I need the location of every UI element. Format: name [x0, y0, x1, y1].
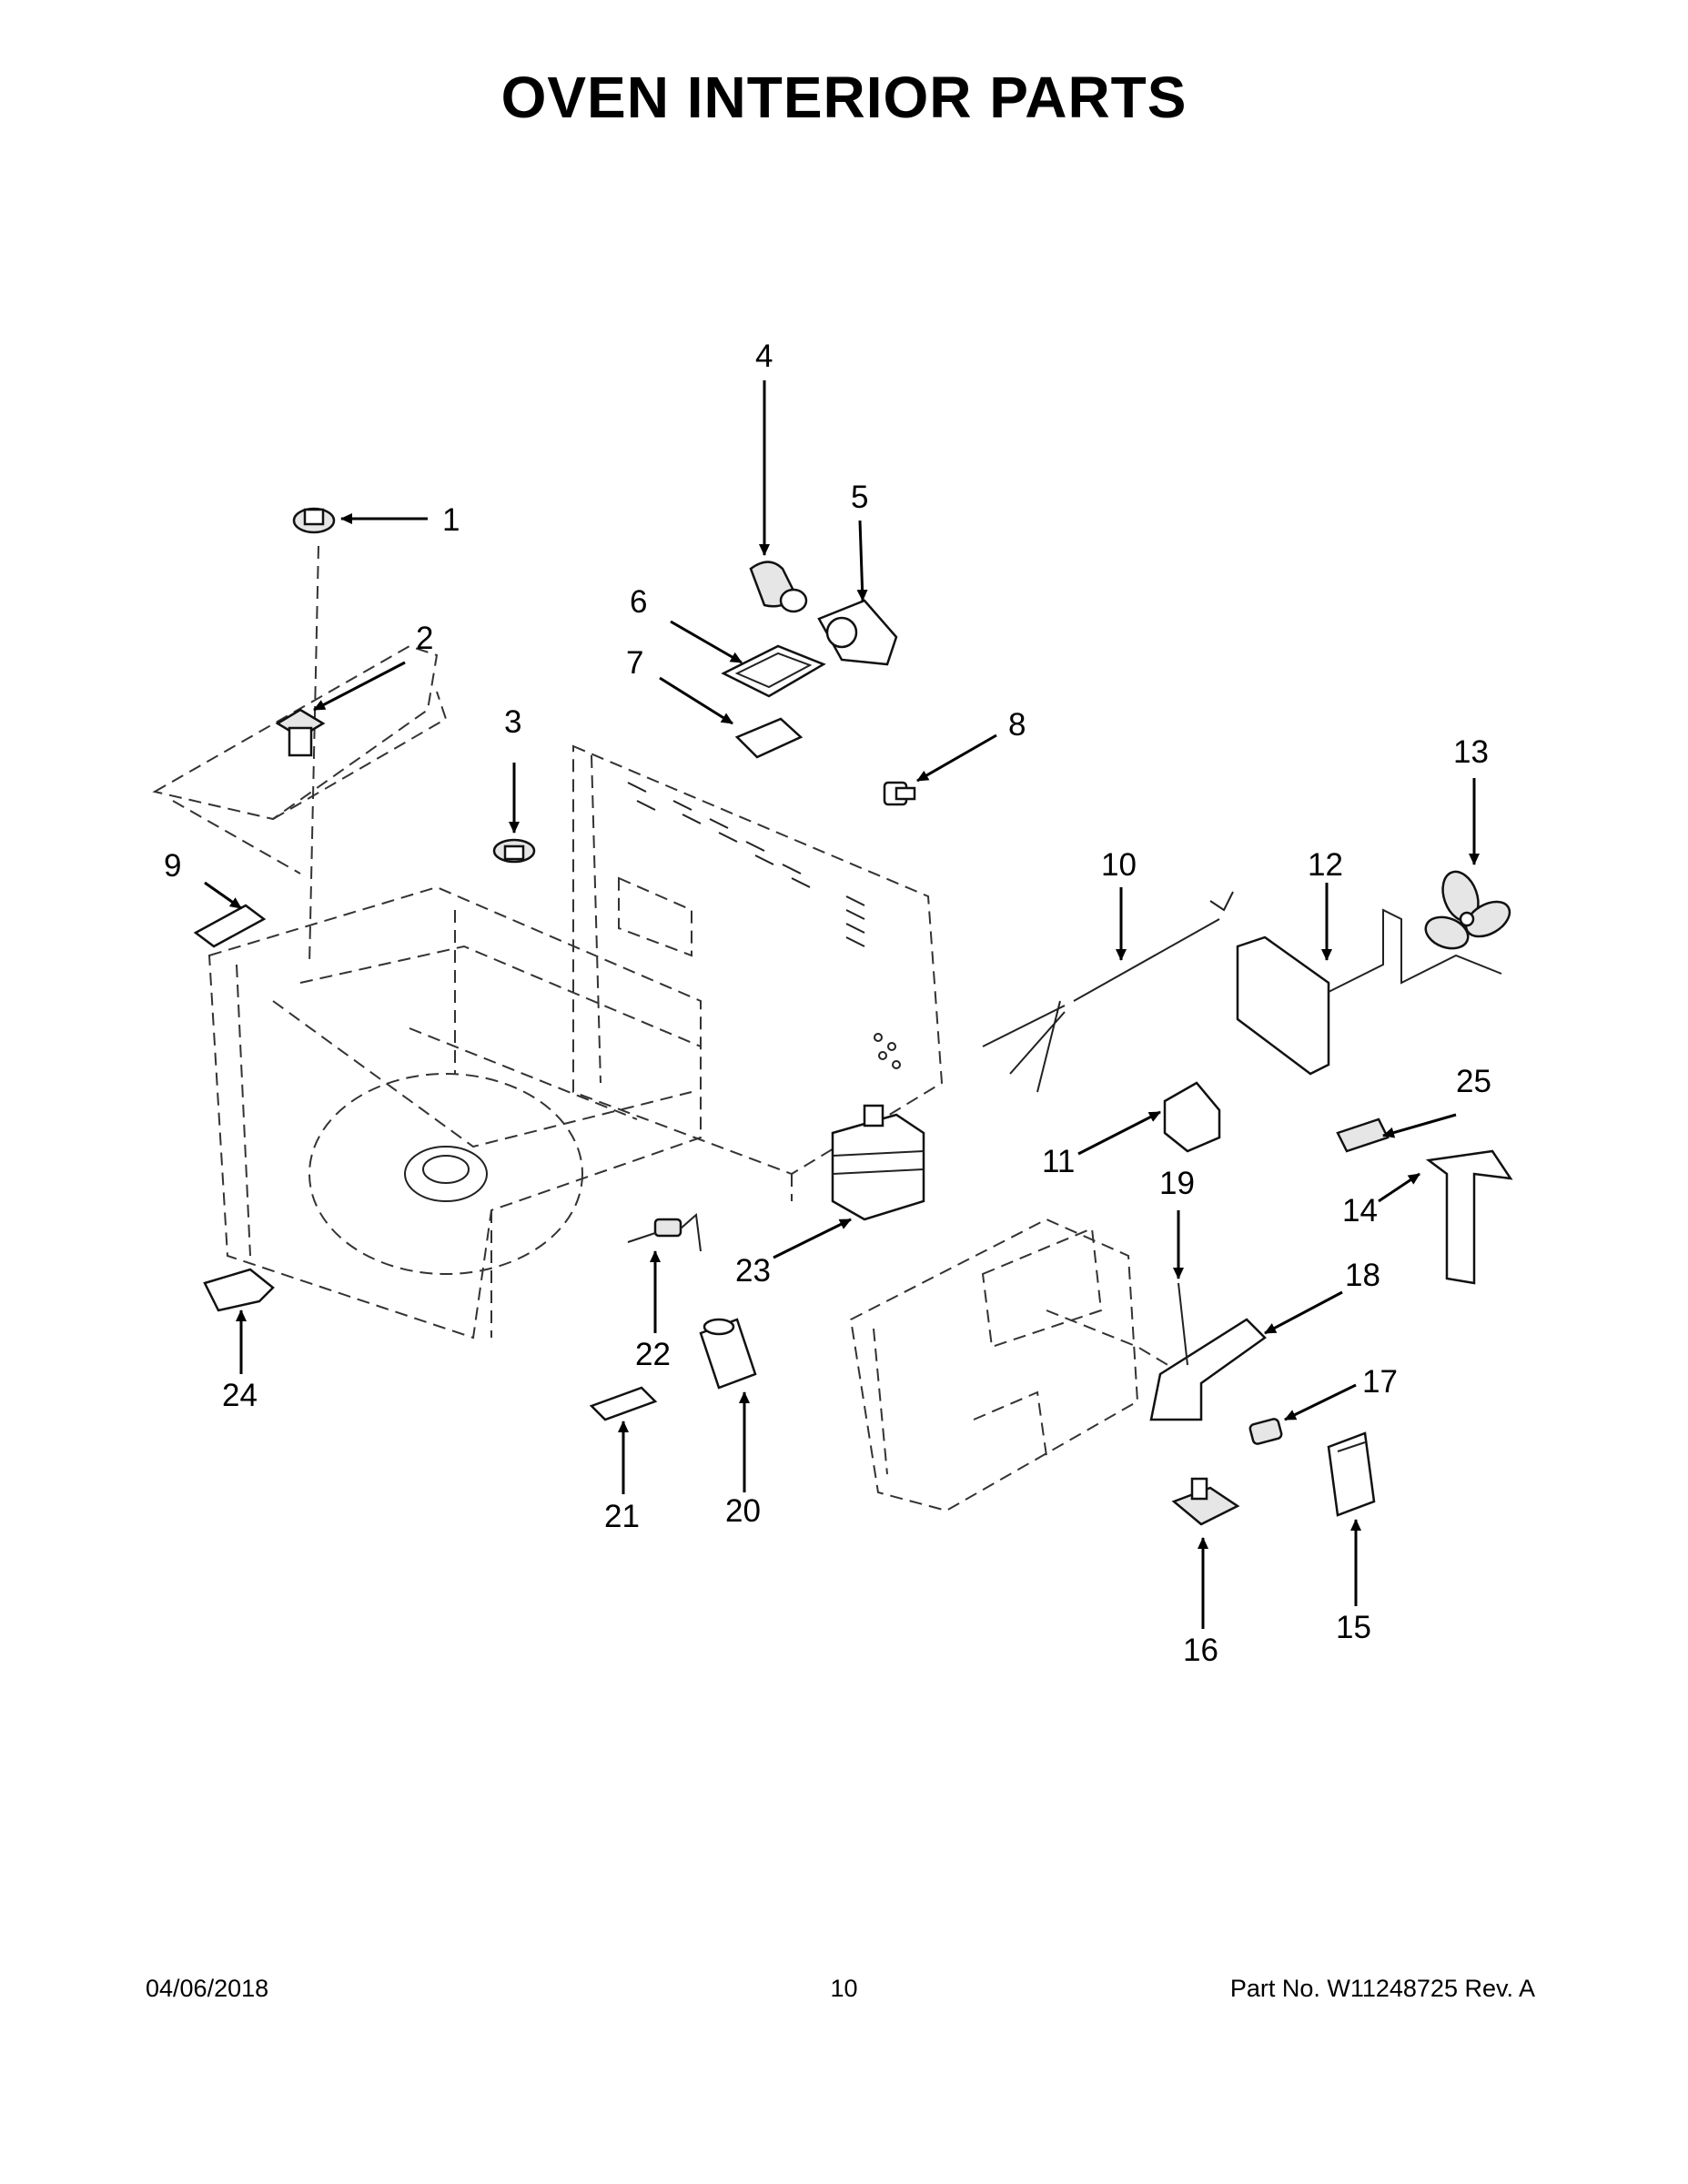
footer-page-number: 10 [830, 1975, 858, 2002]
part-7-lens [734, 717, 804, 759]
part-12-mounting-bracket [1236, 908, 1502, 1076]
callout-4: 4 [755, 339, 773, 374]
callout-9: 9 [164, 848, 181, 884]
callout-1: 1 [442, 502, 460, 538]
part-18-latch-housing [1149, 1318, 1267, 1421]
part-9-bracket [193, 904, 267, 948]
control-panel-drawing [849, 1218, 1184, 1512]
callout-19: 19 [1159, 1166, 1195, 1201]
part-4-light-bulb [749, 561, 808, 613]
callout-20: 20 [725, 1493, 761, 1529]
callout-21: 21 [604, 1499, 640, 1534]
part-2-stirrer-motor [275, 708, 326, 757]
callout-2: 2 [416, 621, 433, 656]
part-10-wire-harness [982, 891, 1234, 1093]
callout-18: 18 [1345, 1258, 1380, 1293]
callout-17: 17 [1362, 1364, 1398, 1400]
part-20-capacitor [699, 1318, 757, 1390]
part-14-deflector [1425, 1149, 1513, 1285]
footer-part-number: Part No. W11248725 Rev. A [1229, 1975, 1535, 2002]
callout-22: 22 [635, 1337, 671, 1372]
callout-8: 8 [1008, 707, 1026, 743]
part-24-hinge-bracket [203, 1268, 275, 1312]
callout-5: 5 [851, 480, 868, 515]
part-25-clip [1336, 1117, 1390, 1153]
callout-16: 16 [1183, 1633, 1218, 1668]
part-1-thermal-cutout [292, 507, 336, 534]
callout-labels: 1 2 3 4 5 6 7 8 9 10 11 12 13 14 15 16 1… [164, 339, 1491, 1668]
part-13-fan-blade [1424, 870, 1511, 950]
side-panel-drawing [572, 744, 944, 1201]
callout-13: 13 [1453, 734, 1489, 770]
page-title: OVEN INTERIOR PARTS [500, 65, 1188, 130]
part-5-light-socket [817, 599, 898, 666]
callout-11: 11 [1042, 1144, 1075, 1179]
callout-12: 12 [1308, 847, 1343, 883]
callout-14: 14 [1342, 1193, 1378, 1228]
callout-25: 25 [1456, 1064, 1491, 1099]
callout-24: 24 [222, 1378, 258, 1413]
callout-15: 15 [1336, 1610, 1371, 1645]
part-11-interlock-switch [1163, 1081, 1221, 1153]
callout-3: 3 [504, 704, 521, 740]
part-8-pin [883, 781, 916, 806]
callout-7: 7 [626, 645, 643, 681]
footer-date: 04/06/2018 [146, 1975, 269, 2002]
part-6-lens-frame [721, 644, 826, 698]
part-3-thermostat [492, 838, 536, 864]
part-23-magnetron [831, 1104, 925, 1221]
part-19-spring [1178, 1282, 1188, 1366]
oven-cavity-drawing [152, 545, 702, 1340]
callout-6: 6 [630, 584, 647, 620]
callout-23: 23 [735, 1253, 771, 1289]
part-15-cover [1327, 1431, 1376, 1517]
part-17-switch [1248, 1418, 1283, 1445]
part-16-motor [1171, 1477, 1240, 1526]
part-21-mounting-plate [589, 1386, 658, 1421]
part-22-diode [627, 1212, 702, 1252]
callout-10: 10 [1101, 847, 1137, 883]
callout-arrows [204, 380, 1480, 1629]
